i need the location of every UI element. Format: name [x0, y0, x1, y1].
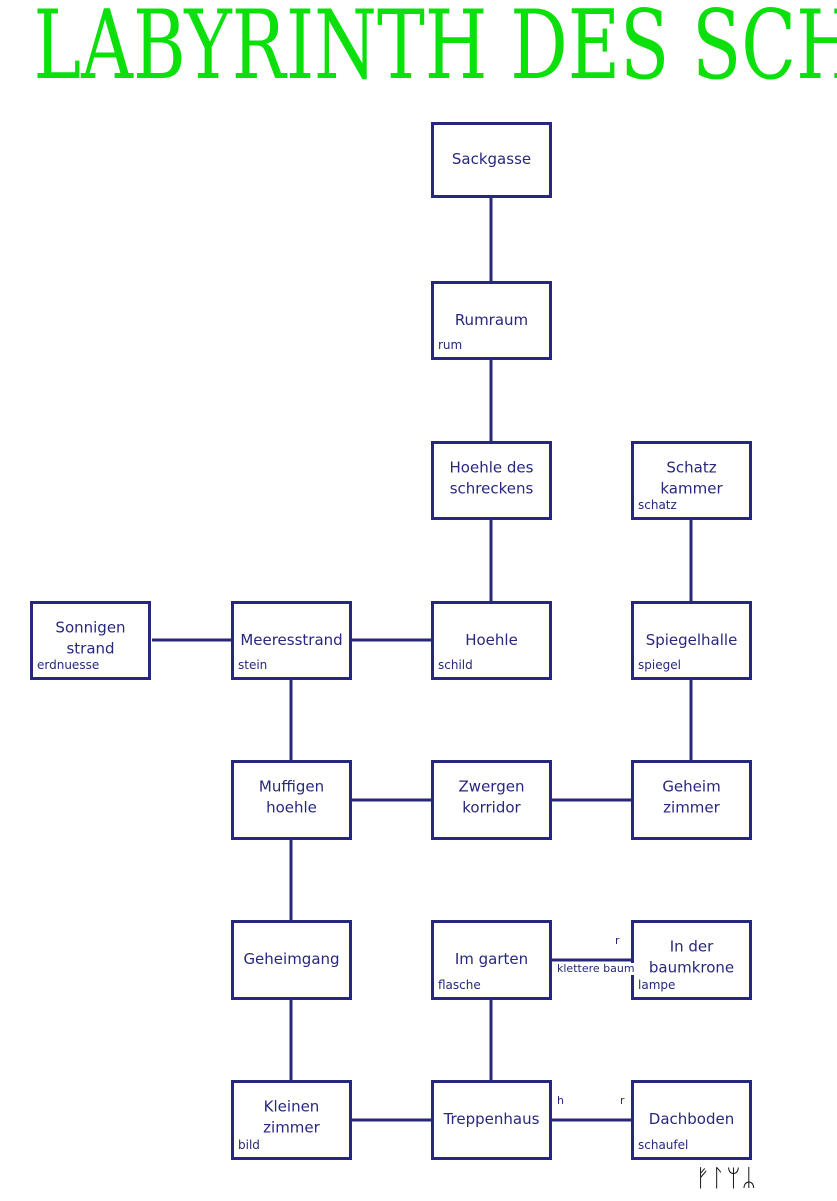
room-node-dachboden[interactable]: Dachboden schaufel — [631, 1080, 752, 1160]
room-node-hoehle[interactable]: Hoehle schild — [431, 601, 552, 680]
room-name: In der baumkrone — [648, 937, 735, 977]
room-name: Treppenhaus — [443, 1110, 540, 1129]
room-item: stein — [238, 658, 268, 672]
room-name: Zwergen korridor — [458, 777, 525, 817]
room-item: bild — [238, 1138, 260, 1152]
room-name: Schatz kammer — [660, 457, 723, 497]
page-title: LABYRINTH DES SCHRECKENS — [33, 0, 837, 102]
room-node-kleinen-zimmer[interactable]: Kleinen zimmer bild — [231, 1080, 352, 1160]
room-node-zwergen-korridor[interactable]: Zwergen korridor — [431, 760, 552, 840]
room-item: schatz — [638, 498, 677, 512]
room-item: flasche — [438, 978, 481, 992]
room-name: Sonnigen strand — [55, 617, 126, 657]
room-name: Geheim zimmer — [662, 777, 721, 817]
room-name: Hoehle des schreckens — [449, 457, 534, 497]
room-node-sonnigen-strand[interactable]: Sonnigen strand erdnuesse — [30, 601, 151, 680]
room-node-muffigen-hoehle[interactable]: Muffigen hoehle — [231, 760, 352, 840]
room-node-schatz-kammer[interactable]: Schatz kammer schatz — [631, 441, 752, 520]
room-node-im-garten[interactable]: Im garten flasche — [431, 920, 552, 1000]
room-node-geheimgang[interactable]: Geheimgang — [231, 920, 352, 1000]
room-node-hoehle-des-schreckens[interactable]: Hoehle des schreckens — [431, 441, 552, 520]
room-name: Muffigen hoehle — [258, 777, 325, 817]
room-node-sackgasse[interactable]: Sackgasse — [431, 122, 552, 198]
room-item: schild — [438, 658, 473, 672]
room-name: Geheimgang — [243, 950, 340, 969]
room-node-meeresstrand[interactable]: Meeresstrand stein — [231, 601, 352, 680]
room-name: Hoehle — [465, 630, 518, 649]
room-node-spiegelhalle[interactable]: Spiegelhalle spiegel — [631, 601, 752, 680]
room-node-treppenhaus[interactable]: Treppenhaus — [431, 1080, 552, 1160]
edge-label-dachboden-r: r — [619, 1094, 626, 1107]
room-node-rumraum[interactable]: Rumraum rum — [431, 281, 552, 360]
room-node-geheim-zimmer[interactable]: Geheim zimmer — [631, 760, 752, 840]
room-item: lampe — [638, 978, 676, 992]
room-name: Sackgasse — [451, 150, 532, 169]
room-name: Kleinen zimmer — [263, 1097, 320, 1137]
room-name: Spiegelhalle — [645, 630, 738, 649]
edge-label-garten-r: r — [614, 934, 621, 947]
room-node-in-der-baumkrone[interactable]: In der baumkrone lampe — [631, 920, 752, 1000]
room-name: Im garten — [454, 950, 529, 969]
room-item: spiegel — [638, 658, 681, 672]
room-item: erdnuesse — [37, 658, 100, 672]
edge-label-treppenhaus-h: h — [556, 1094, 565, 1107]
edge-label-klettere-baum: klettere baum — [556, 962, 636, 975]
room-name: Meeresstrand — [240, 630, 343, 649]
room-name: Rumraum — [454, 310, 529, 329]
room-item: schaufel — [638, 1138, 689, 1152]
rune-signature: ᚠᛚᛘᛦ — [695, 1164, 757, 1192]
room-name: Dachboden — [648, 1110, 735, 1129]
room-item: rum — [438, 338, 463, 352]
